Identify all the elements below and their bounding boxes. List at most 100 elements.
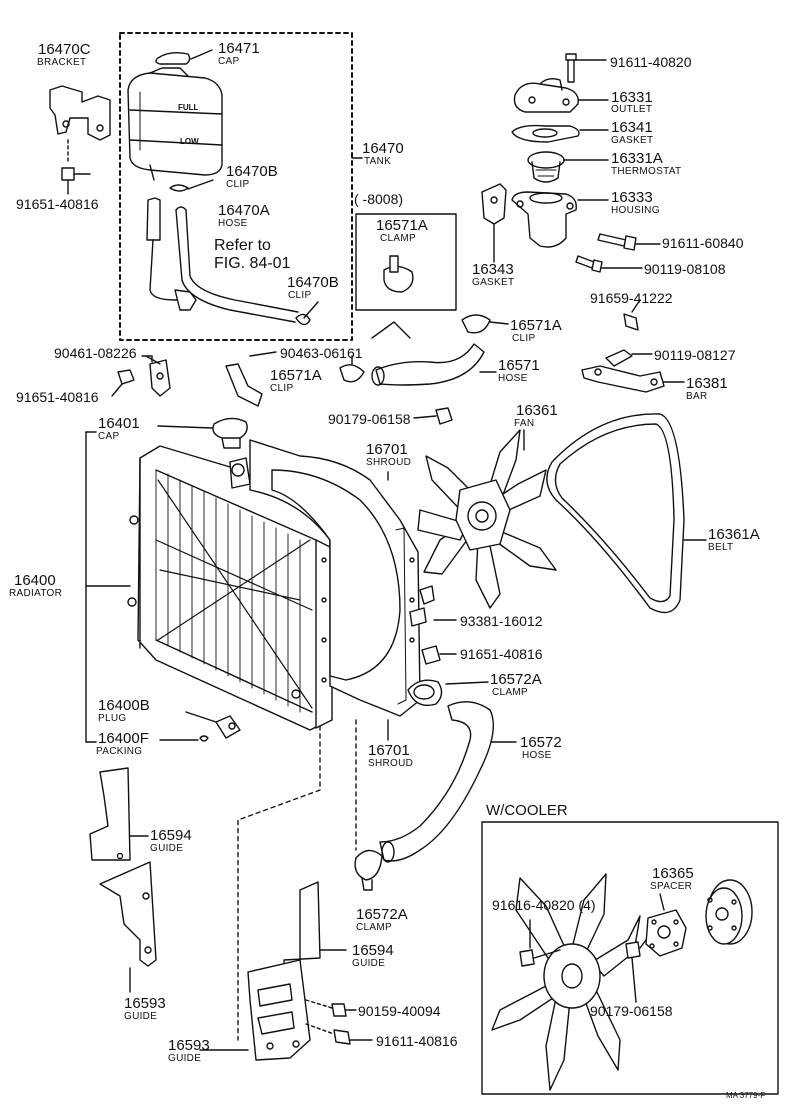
radiator-number: 16400 — [14, 572, 56, 589]
fan-name: FAN — [514, 418, 535, 429]
gasket-outlet-name: GASKET — [611, 135, 654, 146]
guide-mid-name: GUIDE — [352, 958, 386, 969]
clip-hose-left-number: 16571A — [270, 367, 322, 384]
hose-a-number: 16470A — [218, 202, 270, 219]
cooler-pulley-shape — [706, 880, 752, 944]
radiator-cap-shape — [158, 418, 247, 448]
thermostat-name: THERMOSTAT — [611, 166, 682, 177]
cooler-bolt-nut-shape — [520, 920, 646, 1002]
cooler-inset-frame — [482, 822, 778, 1094]
guide-dashed-link — [238, 726, 320, 1040]
thermostat-number: 16331A — [611, 150, 663, 167]
bolt-outlet-number: 91611-40820 — [610, 54, 692, 70]
shroud-bolt-shape — [422, 646, 456, 664]
guide-plate-bottom-shape — [200, 960, 310, 1060]
stud-shape — [624, 300, 640, 330]
guide-plate-left-name: GUIDE — [124, 1011, 158, 1022]
radiator-cap-number: 16401 — [98, 415, 140, 432]
clip-b2-number: 16470B — [287, 274, 339, 291]
refer-note-line2: FIG. 84-01 — [214, 255, 291, 272]
thermostat-shape — [528, 152, 608, 182]
part-90463-number: 90463-06161 — [280, 345, 363, 361]
clip-b2-name: CLIP — [288, 290, 312, 301]
part-93381-number: 93381-16012 — [460, 613, 543, 629]
shroud-top-number: 16701 — [366, 441, 408, 458]
shroud-bottom-name: SHROUD — [368, 758, 414, 769]
cooler-bolt-number: 91616-40820 (4) — [492, 897, 596, 913]
tank-cap-shape — [156, 50, 212, 64]
tank-cap-number: 16471 — [218, 40, 260, 57]
clip-hose-left-name: CLIP — [270, 383, 294, 394]
upper-hose-shape — [372, 315, 508, 385]
hose-a-name: HOSE — [218, 218, 248, 229]
lower-hose-clamp-bottom-shape — [355, 720, 382, 890]
shroud-top-name: SHROUD — [366, 457, 412, 468]
outlet-bolt-shape — [566, 54, 606, 82]
guide-left-number: 16594 — [150, 827, 192, 844]
lower-hose-shape — [380, 702, 516, 862]
cooler-fan-shape — [492, 874, 640, 1090]
hose-lower-name: HOSE — [522, 750, 552, 761]
water-outlet-shape — [514, 79, 608, 112]
bolt-left-top-number: 91651-40816 — [16, 196, 99, 212]
guide-left-name: GUIDE — [150, 843, 184, 854]
guide-plate-bottom-name: GUIDE — [168, 1053, 202, 1064]
cooler-spacer-shape — [646, 894, 686, 956]
outlet-number: 16331 — [611, 89, 653, 106]
serial-range-note: ( -8008) — [354, 191, 404, 207]
clamp-top-number: 16571A — [376, 217, 428, 234]
belt-number: 16361A — [708, 526, 760, 543]
part-93381-shape — [410, 586, 456, 626]
fan-shape — [418, 430, 556, 608]
fan-nut-shape — [414, 408, 452, 424]
bolt-left-mid-shape — [112, 370, 134, 396]
housing-name: HOUSING — [611, 205, 660, 216]
lower-hose-clamp-top-shape — [408, 680, 488, 705]
housing-plug-shape — [576, 256, 642, 272]
radiator-plug-shape — [160, 712, 240, 741]
part-90461-number: 90461-08226 — [54, 345, 137, 361]
tank-full-mark: FULL — [178, 103, 199, 112]
diagram-code: MA 3779-F — [726, 1091, 766, 1100]
radiator-name: RADIATOR — [9, 588, 63, 599]
housing-number: 16333 — [611, 189, 653, 206]
cooler-nut-number: 90179-06158 — [590, 1003, 673, 1019]
reserve-tank-shape — [128, 68, 222, 180]
bolt-shroud-number: 91651-40816 — [460, 646, 543, 662]
bar-shape — [582, 366, 684, 392]
tank-number: 16470 — [362, 140, 404, 157]
shroud-bottom-number: 16701 — [368, 742, 410, 759]
clamp-lower-top-name: CLAMP — [492, 687, 528, 698]
clamp-top-name: CLAMP — [380, 233, 416, 244]
plug-housing-number: 90119-08108 — [644, 261, 726, 277]
hose-lower-number: 16572 — [520, 734, 562, 751]
bar-name: BAR — [686, 391, 708, 402]
bracket-name: BRACKET — [37, 57, 87, 68]
bracket-shape — [50, 86, 110, 194]
outlet-gasket-shape — [512, 126, 608, 142]
plug-radiator-name: PLUG — [98, 713, 127, 724]
refer-note-line1: Refer to — [214, 237, 271, 254]
gasket-outlet-number: 16341 — [611, 119, 653, 136]
stud-number: 91659-41222 — [590, 290, 673, 306]
belt-shape — [547, 414, 706, 613]
tank-cap-name: CAP — [218, 56, 240, 67]
plug-radiator-number: 16400B — [98, 697, 150, 714]
bolt-housing-number: 91611-60840 — [662, 235, 744, 251]
bolt-left-mid-number: 91651-40816 — [16, 389, 99, 405]
bolt-guide-a-number: 90159-40094 — [358, 1003, 441, 1019]
tank-hose-shape — [147, 180, 318, 325]
clamp-lower-bottom-number: 16572A — [356, 906, 408, 923]
bracket-number: 16470C — [38, 41, 91, 58]
gasket-housing-number: 16343 — [472, 261, 514, 278]
serial-clamp-box — [356, 214, 456, 338]
water-housing-shape — [512, 192, 608, 247]
cooler-title: W/COOLER — [486, 802, 568, 819]
clamp-lower-bottom-name: CLAMP — [356, 922, 392, 933]
hose-upper-name: HOSE — [498, 373, 528, 384]
radiator-core-shape — [128, 446, 332, 730]
guide-mid-number: 16594 — [352, 942, 394, 959]
guide-plate-bottom-number: 16593 — [168, 1037, 210, 1054]
packing-name: PACKING — [96, 746, 143, 757]
